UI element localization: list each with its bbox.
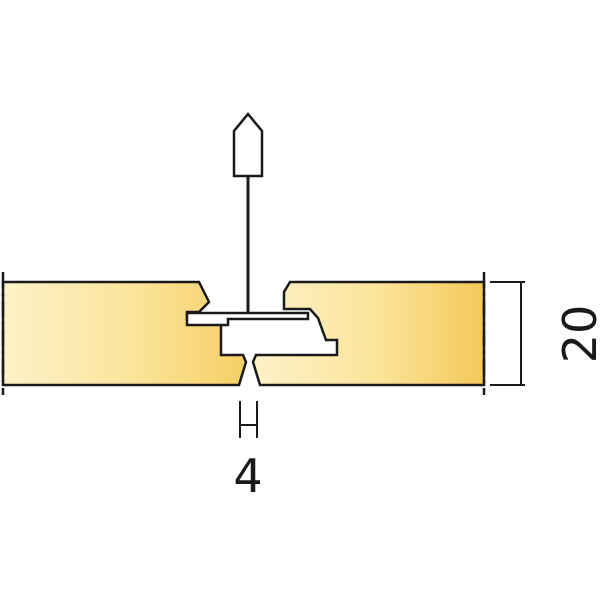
gap-dim-label: 4 (233, 449, 262, 503)
left-ceiling-tile (1, 280, 248, 387)
right-ceiling-tile (251, 280, 486, 387)
t-bar-profile (185, 311, 310, 327)
gap-dimension: 4 (233, 401, 263, 503)
hanger-bulb (232, 112, 264, 178)
thickness-dim-label: 20 (553, 305, 600, 364)
thickness-dimension: 20 (490, 281, 600, 386)
